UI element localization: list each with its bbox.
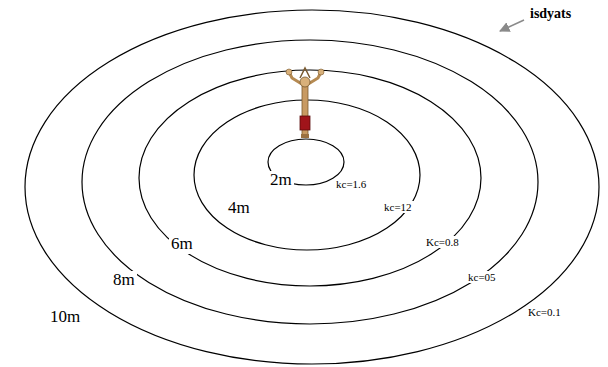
radius-label: 8m bbox=[111, 271, 137, 290]
ring-8m bbox=[82, 40, 538, 324]
ring-6m bbox=[139, 70, 481, 286]
coefficient-label: Kc=0.1 bbox=[526, 306, 563, 318]
coefficient-label: Kc=0.8 bbox=[424, 236, 461, 248]
ring-10m bbox=[25, 10, 599, 364]
pointer-arrow bbox=[500, 20, 524, 31]
sprinkler-icon bbox=[286, 68, 324, 138]
coefficient-label: kc=05 bbox=[466, 271, 498, 283]
pointer-label: isdyats bbox=[528, 6, 573, 21]
ring-4m bbox=[194, 100, 420, 250]
radius-label: 2m bbox=[268, 171, 294, 190]
radius-label: 10m bbox=[48, 308, 82, 327]
coefficient-label: kc=1.6 bbox=[334, 178, 368, 190]
coefficient-label: kc=12 bbox=[382, 201, 414, 213]
radius-label: 6m bbox=[169, 235, 195, 254]
radius-label: 4m bbox=[226, 199, 252, 218]
